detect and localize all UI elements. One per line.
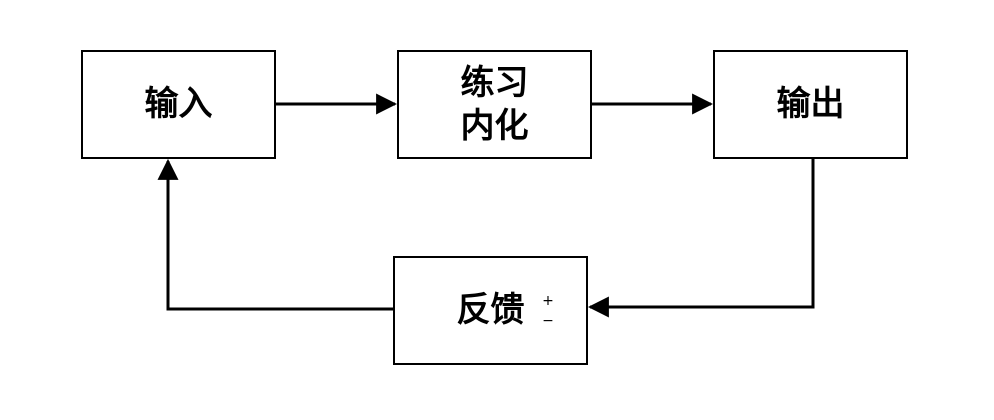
node-input: 输入 xyxy=(81,50,276,159)
node-feedback: 反馈 + − xyxy=(393,256,588,365)
arrow-output-to-feedback xyxy=(587,159,815,318)
node-output-label: 输出 xyxy=(776,84,845,125)
feedback-sign-indicator: + − xyxy=(541,291,555,331)
feedback-content: 反馈 + − xyxy=(395,258,586,363)
node-feedback-label: 反馈 xyxy=(456,290,525,331)
plus-sign: + xyxy=(542,293,554,309)
arrow-feedback-to-input xyxy=(157,158,393,311)
minus-sign: − xyxy=(542,313,554,329)
node-input-label: 输入 xyxy=(144,84,213,125)
node-output: 输出 xyxy=(713,50,908,159)
node-practice-internalize: 练习 内化 xyxy=(397,50,592,159)
node-practice-internalize-label: 练习 内化 xyxy=(460,63,529,146)
